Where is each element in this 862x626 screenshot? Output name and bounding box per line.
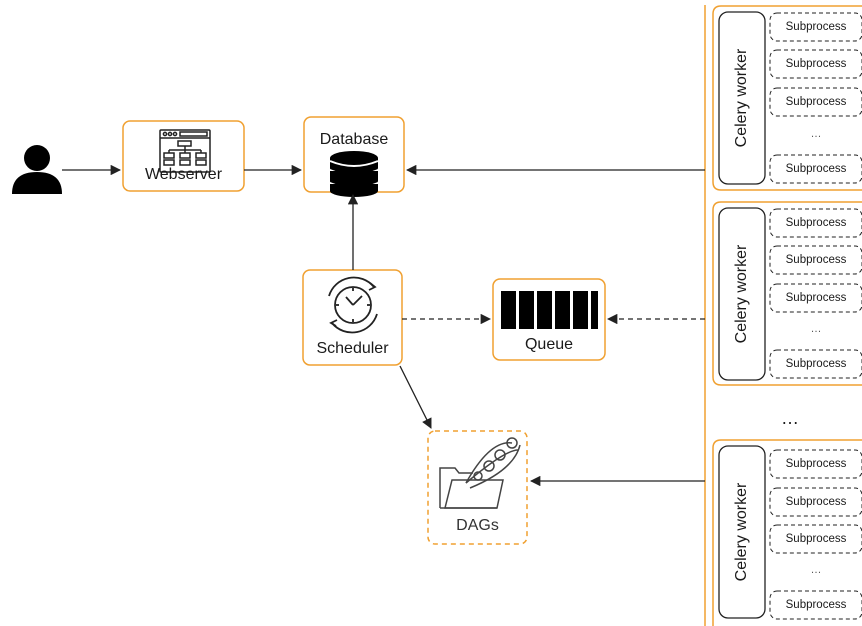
scheduler-clock-icon bbox=[328, 276, 378, 334]
queue-label: Queue bbox=[524, 336, 574, 353]
celery-worker-label: Celery worker bbox=[733, 482, 750, 582]
subprocess-label: Subprocess bbox=[785, 163, 847, 175]
celery-worker-label: Celery worker bbox=[733, 48, 750, 148]
workers-ellipsis: … bbox=[781, 408, 799, 428]
user-icon bbox=[12, 145, 62, 194]
scheduler-label: Scheduler bbox=[316, 340, 389, 357]
webserver-box bbox=[122, 120, 245, 192]
database-icon bbox=[329, 151, 379, 197]
database-label: Database bbox=[319, 131, 389, 148]
subprocess-label: Subprocess bbox=[785, 292, 847, 304]
subprocess-ellipsis: … bbox=[810, 128, 822, 140]
worker-group-2 bbox=[712, 201, 862, 386]
subprocess-label: Subprocess bbox=[785, 496, 847, 508]
subprocess-ellipsis: … bbox=[810, 564, 822, 576]
subprocess-label: Subprocess bbox=[785, 599, 847, 611]
dags-box bbox=[427, 430, 528, 545]
subprocess-label: Subprocess bbox=[785, 96, 847, 108]
queue-box bbox=[492, 278, 606, 361]
subprocess-label: Subprocess bbox=[785, 21, 847, 33]
subprocess-label: Subprocess bbox=[785, 458, 847, 470]
subprocess-label: Subprocess bbox=[785, 533, 847, 545]
subprocess-label: Subprocess bbox=[785, 58, 847, 70]
subprocess-label: Subprocess bbox=[785, 217, 847, 229]
subprocess-label: Subprocess bbox=[785, 358, 847, 370]
dags-label: DAGs bbox=[456, 517, 499, 534]
worker-group-1 bbox=[712, 5, 862, 191]
connector-arrows bbox=[62, 164, 705, 487]
webserver-icon bbox=[159, 129, 211, 173]
queue-icon bbox=[501, 291, 598, 329]
worker-group-3 bbox=[712, 439, 862, 626]
celery-worker-label: Celery worker bbox=[733, 244, 750, 344]
subprocess-ellipsis: … bbox=[810, 323, 822, 335]
subprocess-label: Subprocess bbox=[785, 254, 847, 266]
webserver-label: Webserver bbox=[144, 166, 223, 183]
dags-folder-icon bbox=[439, 437, 521, 509]
